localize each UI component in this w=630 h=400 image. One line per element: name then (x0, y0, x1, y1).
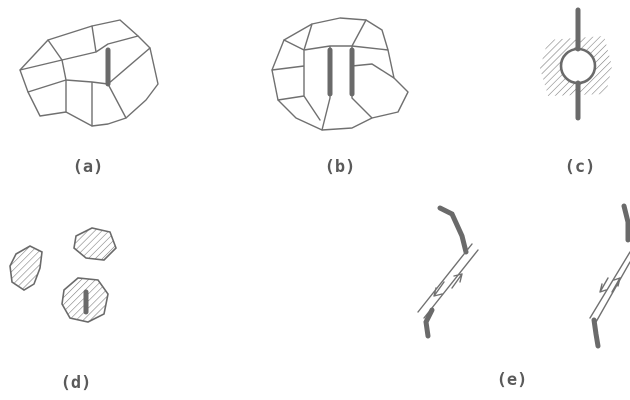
panel-c-circle (561, 49, 595, 83)
panel-label-d: (d) (61, 373, 92, 393)
panel-e-right-slip-line-1 (590, 252, 630, 318)
panel-e-right-upper-segment (624, 206, 628, 240)
panel-c-diagram (540, 10, 612, 118)
panel-d-particle-top (74, 228, 116, 260)
panel-d-diagram (10, 228, 116, 322)
panel-label-b: (b) (325, 157, 356, 177)
panel-d-particle-left (10, 246, 42, 290)
panel-a-boundaries (20, 26, 150, 126)
panel-e-left-slip-line-1 (418, 244, 472, 312)
panel-b-diagram (272, 18, 408, 130)
panel-label-e: (e) (497, 370, 528, 390)
panel-e-diagram (418, 206, 630, 346)
panel-label-c: (c) (565, 157, 596, 177)
panel-a-diagram (20, 20, 158, 126)
panel-label-a: (a) (73, 157, 104, 177)
panel-e-right-lower-segment (594, 320, 598, 346)
panel-e-left-upper-segment (440, 208, 466, 252)
panel-e-left-arrow-down (434, 282, 444, 296)
